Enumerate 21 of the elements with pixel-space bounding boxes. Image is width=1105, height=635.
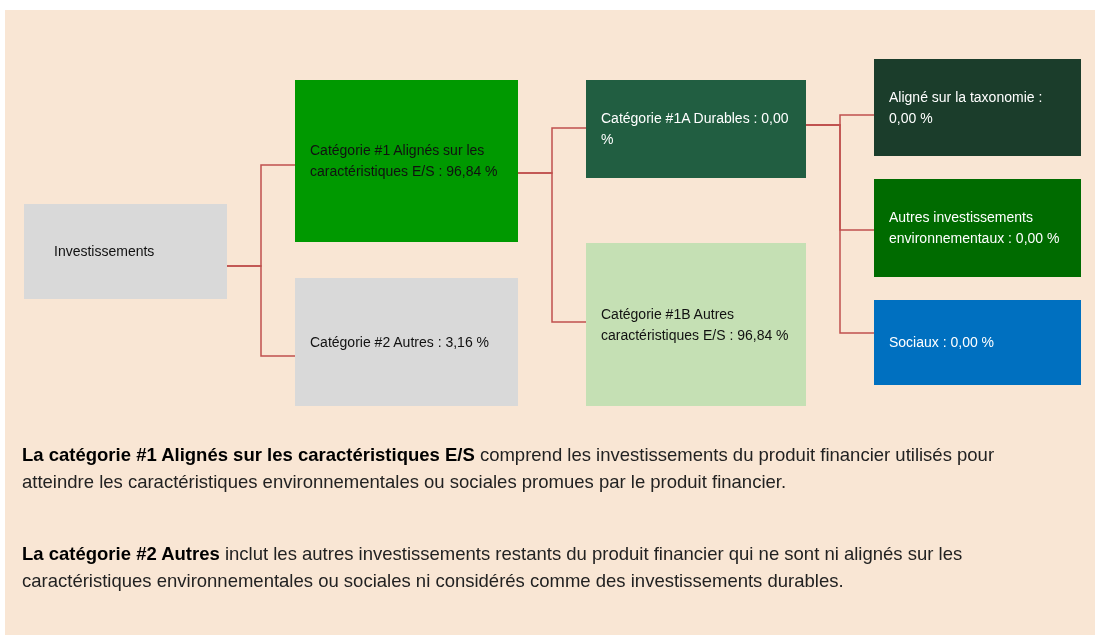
category-box — [874, 300, 1081, 385]
connector-line — [517, 172, 587, 323]
connector-line — [805, 124, 875, 334]
category-box — [586, 243, 806, 406]
box-label: Catégorie #2 Autres : 3,16 % — [310, 332, 489, 352]
box-label: Catégorie #1 Alignés sur les caractéristiques E/S : 96,84 % — [310, 141, 499, 181]
connector-line — [226, 265, 296, 357]
description-paragraph: La catégorie #2 Autres inclut les autres investissements restants du produit financier qui ne sont ni alignés sur les caractéristiques environnementales ou sociales ni considérés comme des investissements durables. — [22, 542, 964, 593]
box-label: Catégorie #1A Durables : 0,00 % — [601, 109, 790, 149]
box-label: Autres investissements environnementaux : 0,00 % — [889, 208, 1061, 248]
box-label: Aligné sur la taxonomie : 0,00 % — [889, 87, 1044, 128]
category-box — [295, 278, 518, 406]
box-label: Investissements — [54, 242, 155, 261]
box-label: Catégorie #1B Autres caractéristiques E/S : 96,84 % — [601, 304, 790, 345]
category-box — [295, 80, 518, 242]
category-box — [24, 204, 227, 299]
category-box — [586, 80, 806, 178]
description-paragraph: La catégorie #1 Alignés sur les caractéristiques E/S comprend les investissements du produit financier utilisés pour atteindre les caractéristiques environnementales ou sociales promues par le produit financier. — [22, 443, 996, 494]
category-box — [874, 179, 1081, 277]
category-box — [874, 59, 1081, 156]
box-label: Sociaux : 0,00 % — [889, 333, 995, 352]
